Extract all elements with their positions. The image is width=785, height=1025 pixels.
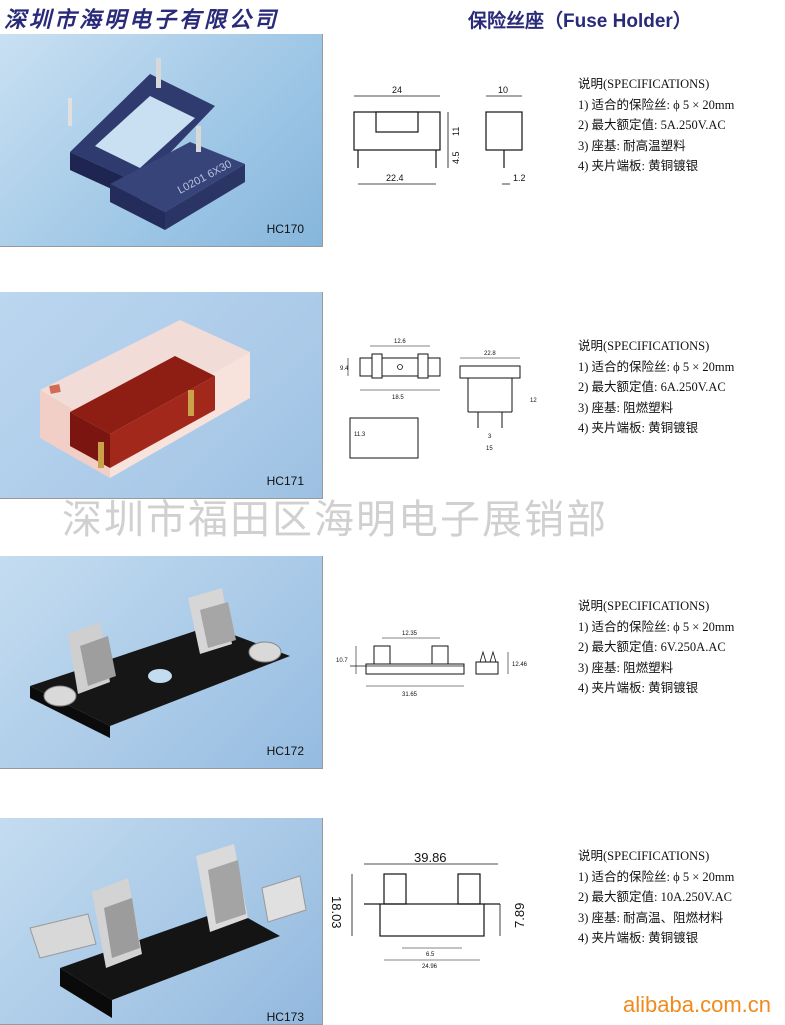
svg-text:22.4: 22.4	[386, 173, 404, 183]
model-label: HC173	[266, 1010, 304, 1024]
svg-text:15: 15	[486, 446, 493, 452]
svg-text:31.65: 31.65	[402, 692, 418, 698]
dimension-drawing-hc172: 12.35 31.65 10.7 12.46	[330, 626, 560, 706]
fuse-holder-hc172-illustration	[30, 588, 290, 738]
page-header: 深圳市海明电子有限公司 保险丝座（Fuse Holder）	[0, 0, 785, 34]
product-hc172: HC172 12.35 31.65 10.7 12.46 说明(SPECIFIC…	[0, 556, 785, 770]
model-label: HC171	[266, 474, 304, 488]
spec-rating: 2) 最大额定值: 5A.250V.AC	[578, 118, 726, 132]
title-cn: 保险丝座	[468, 10, 545, 32]
site-watermark: alibaba.com.cn	[623, 992, 771, 1017]
svg-text:11: 11	[451, 127, 461, 136]
spec-clip: 4) 夹片端板: 黄铜镀银	[578, 931, 699, 945]
model-label: HC172	[266, 744, 304, 758]
svg-text:12.6: 12.6	[394, 339, 406, 345]
svg-text:24: 24	[392, 85, 402, 95]
spec-fuse: 1) 适合的保险丝: ϕ 5 × 20mm	[578, 619, 735, 634]
spec-base: 3) 座基: 阻燃塑料	[578, 660, 674, 675]
catalog-title: 保险丝座（Fuse Holder）	[468, 6, 692, 33]
dimension-drawing-hc171: 12.6 9.4 18.5 11.3 22.8 12 3 15	[330, 332, 560, 472]
svg-text:9.4: 9.4	[340, 366, 349, 372]
product-photo-hc171: HC171	[0, 292, 323, 499]
model-label: HC170	[266, 222, 304, 236]
product-hc173: HC173 39.86 18.03 7.89 6.5 24.96 说明(SPEC…	[0, 818, 785, 1025]
svg-text:18.5: 18.5	[392, 395, 404, 401]
svg-text:12.35: 12.35	[402, 631, 418, 637]
spec-base: 3) 座基: 耐高温、阻燃材料	[578, 910, 724, 925]
spec-fuse: 1) 适合的保险丝: ϕ 5 × 20mm	[578, 97, 735, 112]
product-photo-hc170: L0201 6X30 HC170	[0, 34, 323, 247]
svg-text:1.2: 1.2	[513, 173, 526, 183]
specifications-hc173: 说明(SPECIFICATIONS) 1) 适合的保险丝: ϕ 5 × 20mm…	[578, 846, 783, 949]
specifications-hc171: 说明(SPECIFICATIONS) 1) 适合的保险丝: ϕ 5 × 20mm…	[578, 336, 783, 439]
product-photo-hc172: HC172	[0, 556, 323, 769]
svg-text:12.46: 12.46	[512, 662, 528, 668]
spec-base: 3) 座基: 阻燃塑料	[578, 400, 674, 415]
svg-text:10: 10	[498, 85, 508, 95]
dimension-drawing-hc173: 39.86 18.03 7.89 6.5 24.96	[329, 850, 560, 992]
spec-clip: 4) 夹片端板: 黄铜镀银	[578, 681, 699, 695]
spec-clip: 4) 夹片端板: 黄铜镀银	[578, 159, 699, 173]
fuse-holder-hc173-illustration	[29, 844, 307, 1018]
spec-heading: 说明(SPECIFICATIONS)	[578, 339, 710, 353]
svg-text:7.89: 7.89	[512, 903, 527, 928]
svg-text:24.96: 24.96	[422, 964, 438, 970]
fuse-holder-hc171-illustration	[40, 320, 250, 478]
svg-text:18.03: 18.03	[329, 896, 344, 929]
svg-text:11.3: 11.3	[354, 432, 366, 438]
svg-text:3: 3	[488, 434, 492, 440]
spec-clip: 4) 夹片端板: 黄铜镀银	[578, 421, 699, 435]
specifications-hc170: 说明(SPECIFICATIONS) 1) 适合的保险丝: ϕ 5 × 20mm…	[578, 74, 783, 177]
specifications-hc172: 说明(SPECIFICATIONS) 1) 适合的保险丝: ϕ 5 × 20mm…	[578, 596, 783, 699]
fuse-holder-hc170-illustration: L0201 6X30	[68, 58, 245, 230]
spec-fuse: 1) 适合的保险丝: ϕ 5 × 20mm	[578, 359, 735, 374]
spec-base: 3) 座基: 耐高温塑料	[578, 138, 686, 153]
spec-fuse: 1) 适合的保险丝: ϕ 5 × 20mm	[578, 869, 735, 884]
spec-heading: 说明(SPECIFICATIONS)	[578, 599, 710, 613]
title-en: （Fuse Holder）	[544, 11, 692, 32]
svg-text:6.5: 6.5	[426, 952, 435, 958]
product-hc170: L0201 6X30 HC170 24 22.4 11 4.5 10 1.2	[0, 34, 785, 248]
svg-text:4.5: 4.5	[451, 151, 461, 164]
product-hc171: HC171 12.6 9.4 18.5 11.3 22.8 12 3 1	[0, 292, 785, 502]
svg-text:12: 12	[530, 398, 537, 404]
dimension-drawing-hc170: 24 22.4 11 4.5 10 1.2	[330, 84, 560, 224]
spec-heading: 说明(SPECIFICATIONS)	[578, 77, 710, 91]
product-photo-hc173: HC173	[0, 818, 323, 1025]
spec-rating: 2) 最大额定值: 6V.250A.AC	[578, 640, 726, 654]
svg-text:10.7: 10.7	[336, 658, 348, 664]
spec-rating: 2) 最大额定值: 10A.250V.AC	[578, 890, 732, 904]
watermark-text: 深圳市福田区海明电子展销部	[62, 497, 608, 543]
spec-rating: 2) 最大额定值: 6A.250V.AC	[578, 380, 726, 394]
company-name: 深圳市海明电子有限公司	[4, 7, 280, 33]
svg-text:22.8: 22.8	[484, 351, 496, 357]
svg-text:39.86: 39.86	[414, 850, 447, 865]
spec-heading: 说明(SPECIFICATIONS)	[578, 849, 710, 863]
